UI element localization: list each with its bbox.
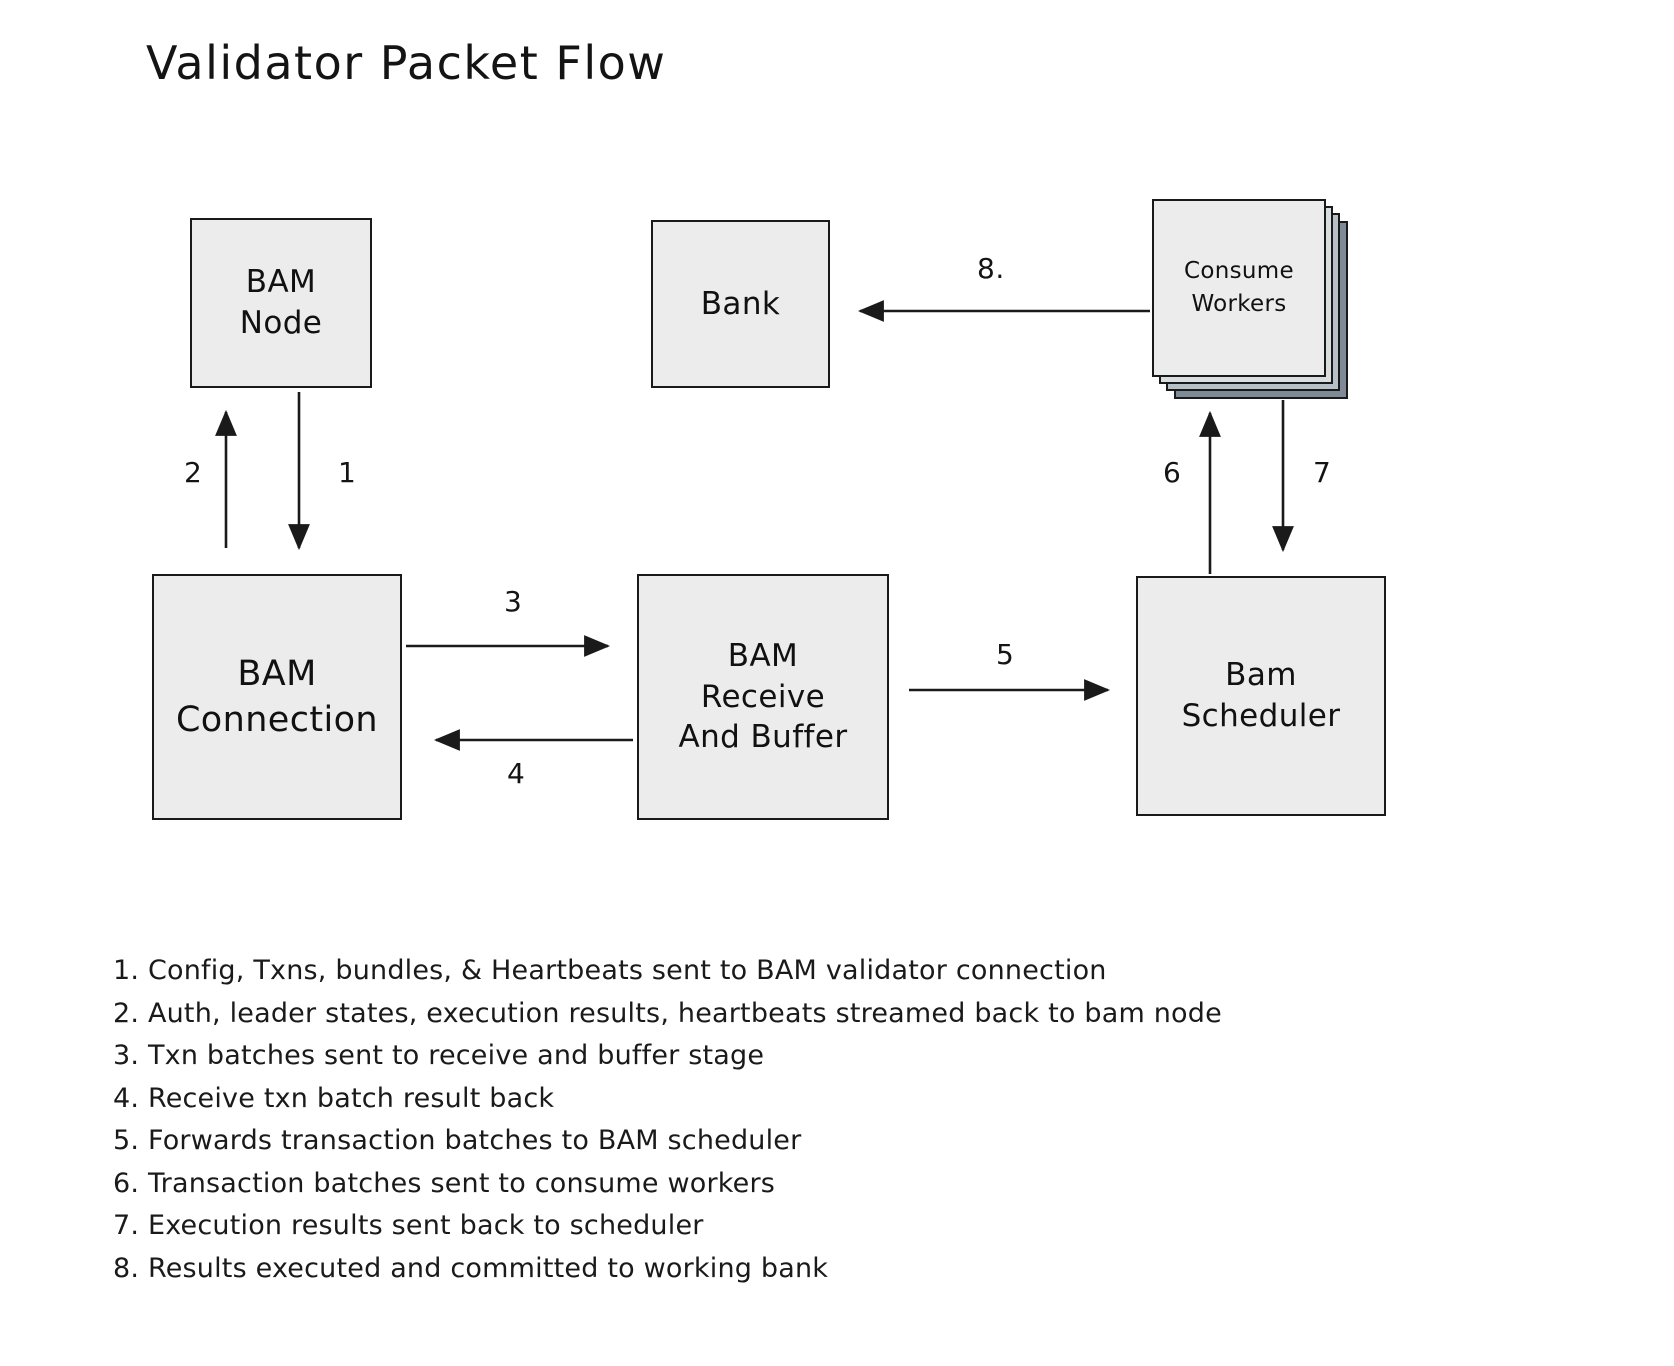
node-bam-connection-line-1: BAM [237,653,317,694]
legend-item-1: 1. Config, Txns, bundles, & Heartbeats s… [113,955,1107,986]
legend-item-2: 2. Auth, leader states, execution result… [113,997,1222,1029]
legend-item-6: 6. Transaction batches sent to consume w… [113,1167,776,1199]
node-bam-receive-line-1: BAM [727,637,799,674]
edge-label-5: 5 [996,638,1015,671]
node-bam-connection[interactable]: BAM Connection [152,574,402,820]
edge-label-1: 1 [338,456,357,489]
node-bam-connection-line-2: Connection [175,700,379,740]
node-consume-workers-line-2: Workers [1191,291,1287,317]
page-title: Validator Packet Flow [146,36,667,90]
node-bam-node-line-1: BAM [245,264,317,301]
edge-label-6: 6 [1163,456,1182,489]
node-consume-workers-line-1: Consume [1184,257,1294,284]
node-consume-workers[interactable]: Consume Workers [1152,199,1362,399]
legend-item-8: 8. Results executed and committed to wor… [113,1252,829,1284]
legend-list: 1. Config, Txns, bundles, & Heartbeats s… [113,950,1413,1290]
legend-item-3: 3. Txn batches sent to receive and buffe… [113,1040,765,1071]
node-bank[interactable]: Bank [651,220,830,388]
node-bam-scheduler-line-2: Scheduler [1181,698,1341,734]
node-bam-node[interactable]: BAM Node [190,218,372,388]
legend-item-4: 4. Receive txn batch result back [113,1082,555,1114]
node-bam-receive-line-3: And Buffer [678,719,848,756]
edge-label-2: 2 [184,456,203,489]
edge-label-4: 4 [507,757,526,790]
node-bam-receive-and-buffer[interactable]: BAM Receive And Buffer [637,574,889,820]
node-bank-line-1: Bank [700,285,781,322]
legend-item-7: 7. Execution results sent back to schedu… [113,1210,704,1241]
node-bam-receive-line-2: Receive [700,678,826,715]
node-bam-node-line-2: Node [239,305,323,341]
edge-label-3: 3 [504,585,523,618]
edge-label-8: 8. [977,252,1005,285]
node-bam-scheduler-line-1: Bam [1225,657,1297,694]
node-bam-scheduler[interactable]: Bam Scheduler [1136,576,1386,816]
consume-workers-front-card[interactable]: Consume Workers [1152,199,1326,377]
edge-label-7: 7 [1313,456,1332,489]
legend-item-5: 5. Forwards transaction batches to BAM s… [113,1125,802,1156]
